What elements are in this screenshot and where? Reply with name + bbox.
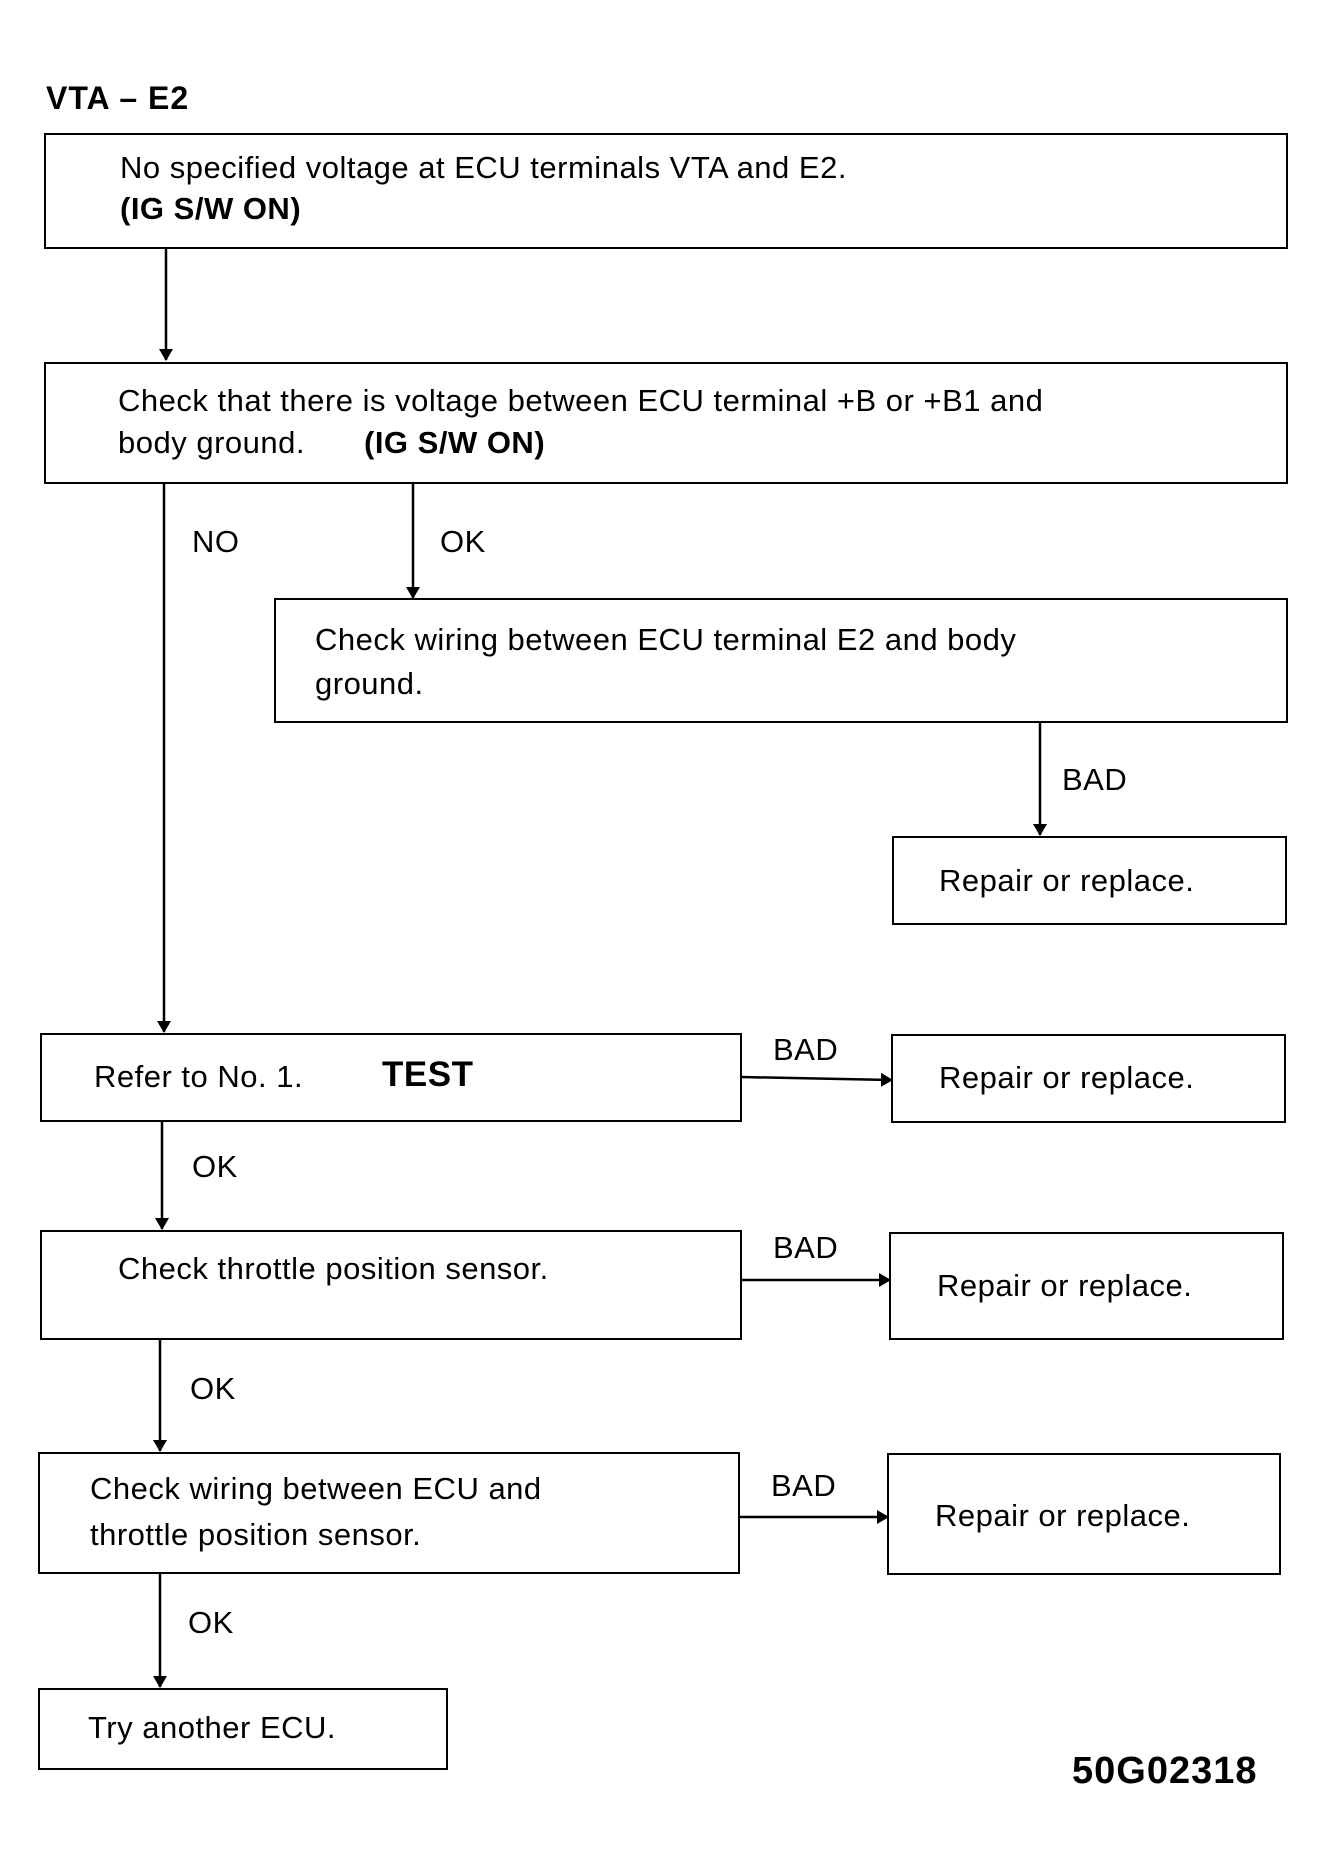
box-check-wiring-e2 [274,598,1288,723]
arrow-b5-to-b6 [739,1072,893,1087]
label-ok-4: OK [188,1605,234,1640]
box-check-wiring-e2-line1: Check wiring between ECU terminal E2 and… [315,622,1017,657]
diagram-title: VTA – E2 [46,80,190,116]
label-no: NO [192,524,240,559]
label-bad-2: BAD [773,1032,839,1067]
box-repair-3 [889,1232,1284,1340]
label-bad-1: BAD [1062,762,1128,797]
box-repair-4-text: Repair or replace. [935,1498,1191,1533]
figure-code: 50G02318 [1072,1750,1258,1792]
label-bad-3: BAD [773,1230,839,1265]
box-refer-test [40,1033,742,1122]
label-bad-4: BAD [771,1468,837,1503]
box-try-ecu [38,1688,448,1770]
box-no-voltage-line2: (IG S/W ON) [120,191,302,226]
box-try-ecu-text: Try another ECU. [88,1710,337,1745]
box-check-voltage-condition: (IG S/W ON) [364,425,546,460]
label-ok-2: OK [192,1149,238,1184]
box-check-wiring-tps [38,1452,740,1574]
box-check-tps-text: Check throttle position sensor. [118,1251,549,1286]
box-check-voltage-line1: Check that there is voltage between ECU … [118,383,1044,418]
box-repair-3-text: Repair or replace. [937,1268,1193,1303]
box-repair-4 [887,1453,1281,1575]
box-no-voltage-line1: No specified voltage at ECU terminals VT… [120,150,847,185]
box-check-voltage-line2: body ground. [118,425,305,460]
box-check-voltage [44,362,1288,484]
box-refer-test-text: Refer to No. 1. [94,1059,304,1094]
box-repair-1-text: Repair or replace. [939,863,1195,898]
label-ok-3: OK [190,1371,236,1406]
box-check-tps [40,1230,742,1340]
box-check-wiring-tps-line2: throttle position sensor. [90,1517,422,1552]
box-check-wiring-e2-line2: ground. [315,666,424,701]
box-refer-test-bold: TEST [382,1055,474,1094]
box-repair-2-text: Repair or replace. [939,1060,1195,1095]
box-no-voltage [44,133,1288,249]
label-ok-1: OK [440,524,486,559]
box-check-wiring-tps-line1: Check wiring between ECU and [90,1471,542,1506]
box-repair-1 [892,836,1287,925]
box-repair-2 [891,1034,1286,1123]
